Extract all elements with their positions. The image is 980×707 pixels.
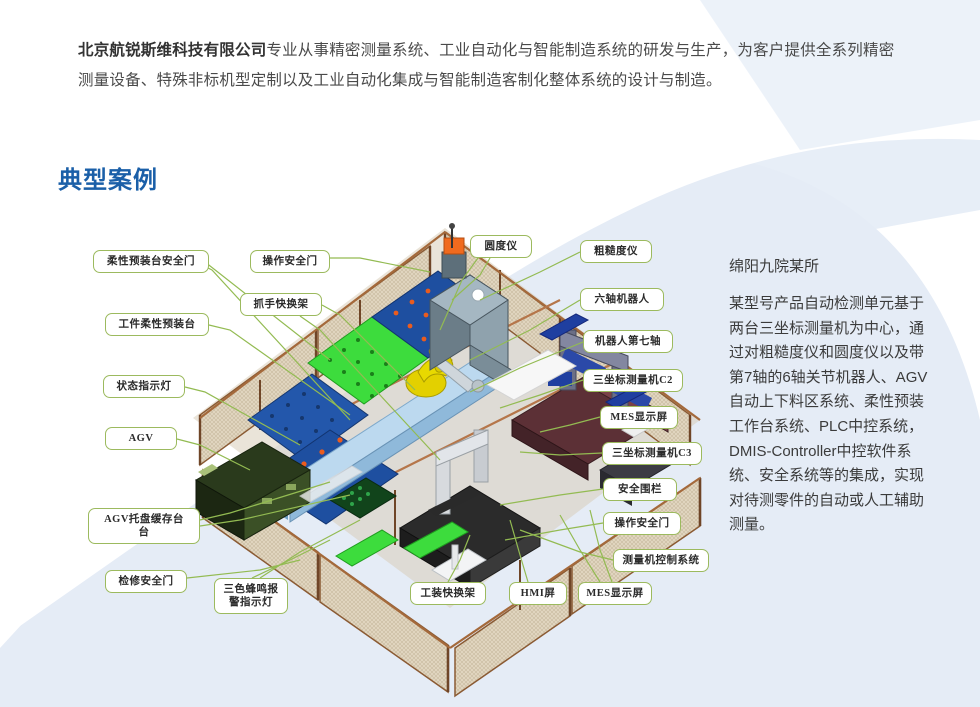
leader-roughness-tester bbox=[479, 251, 581, 301]
leader-cmm-c2 bbox=[499, 379, 584, 409]
leader-gripper-quick-change-rack bbox=[321, 304, 416, 391]
callout-cmm-c3: 三坐标测量机C3 bbox=[602, 442, 702, 465]
leader-roundness-tester bbox=[451, 257, 491, 301]
white-left-wedge bbox=[0, 0, 620, 560]
work-surface-2 bbox=[299, 465, 363, 503]
callout-label: MES显示屏 bbox=[610, 412, 668, 423]
case-site-name: 绵阳九院某所 bbox=[729, 258, 820, 275]
callout-label-line: AGV托盘缓存台 bbox=[104, 514, 184, 525]
callout-tooling-quick-change-rack: 工装快换架 bbox=[410, 582, 486, 605]
callout-label: 检修安全门 bbox=[118, 576, 174, 587]
callout-mes-display-right-upper: MES显示屏 bbox=[600, 406, 678, 429]
callout-label: 操作安全门 bbox=[262, 256, 318, 267]
page-title: 典型案例 bbox=[58, 167, 158, 194]
case-description: 某型号产品自动检测单元基于两台三坐标测量机为中心，通过对粗糙度仪和圆度仪以及带第… bbox=[729, 295, 928, 534]
leader-maintenance-safety-door bbox=[186, 559, 301, 579]
top-right-accent bbox=[700, 0, 980, 150]
leader-agv-pallet-buffer-station bbox=[199, 481, 331, 521]
callout-six-axis-robot: 六轴机器人 bbox=[580, 288, 664, 311]
callout-label: 柔性预装台安全门 bbox=[107, 256, 195, 267]
leader-roundness-tester-2 bbox=[439, 257, 479, 331]
callout-flexible-pre-assembly-safety-door: 柔性预装台安全门 bbox=[93, 250, 209, 273]
callout-operation-safety-door-top: 操作安全门 bbox=[250, 250, 330, 273]
callout-label: 工件柔性预装台 bbox=[118, 319, 196, 330]
callout-label: 安全围栏 bbox=[618, 484, 662, 495]
callout-label: 六轴机器人 bbox=[594, 294, 650, 305]
leader-hmi-screen bbox=[509, 519, 529, 583]
callout-agv-pallet-buffer-station: AGV托盘缓存台台 bbox=[88, 508, 200, 544]
callout-label-line: 台 bbox=[138, 527, 150, 538]
leader-safety-fence bbox=[499, 488, 604, 506]
callout-maintenance-safety-door: 检修安全门 bbox=[105, 570, 187, 593]
callout-cmm-c2: 三坐标测量机C2 bbox=[583, 369, 683, 392]
callout-mes-display-bottom: MES显示屏 bbox=[578, 582, 652, 605]
callout-roughness-tester: 粗糙度仪 bbox=[580, 240, 652, 263]
leader-mes-display-bottom bbox=[559, 514, 601, 583]
work-surface bbox=[484, 349, 578, 401]
callout-label: 状态指示灯 bbox=[116, 381, 172, 392]
callout-label: AGV bbox=[128, 433, 154, 444]
leader-gripper-quick-change-rack-2 bbox=[299, 315, 441, 461]
leader-status-indicator-light bbox=[184, 386, 301, 446]
callout-hmi-screen: HMI屏 bbox=[509, 582, 567, 605]
callout-agv: AGV bbox=[105, 427, 177, 450]
leader-tooling-quick-change-rack bbox=[447, 534, 471, 583]
callout-label: 工装快换架 bbox=[420, 588, 476, 599]
callout-label: HMI屏 bbox=[520, 588, 556, 599]
leader-mes-display-right-upper bbox=[539, 416, 601, 433]
callout-label: 机器人第七轴 bbox=[595, 336, 661, 347]
callout-workpiece-flexible-pre-table: 工件柔性预装台 bbox=[105, 313, 209, 336]
callout-gripper-quick-change-rack: 抓手快换架 bbox=[240, 293, 322, 316]
company-name: 北京航锐斯维科技有限公司 bbox=[78, 42, 267, 59]
callout-status-indicator-light: 状态指示灯 bbox=[103, 375, 185, 398]
callout-label: 粗糙度仪 bbox=[594, 246, 638, 257]
callout-label: MES显示屏 bbox=[586, 588, 644, 599]
leader-workpiece-flexible-pre-table bbox=[208, 324, 351, 416]
callout-label: 操作安全门 bbox=[614, 518, 670, 529]
callout-tri-color-buzzer-alarm-light: 三色蜂鸣报警指示灯 bbox=[214, 578, 288, 614]
callout-safety-fence: 安全围栏 bbox=[603, 478, 677, 501]
leader-agv-pallet-buffer-station-2 bbox=[199, 494, 351, 527]
leader-tri-color-buzzer-alarm-light bbox=[251, 539, 331, 579]
leader-tri-color-buzzer-alarm-light-2 bbox=[259, 519, 361, 579]
leader-cmm-c3 bbox=[519, 451, 603, 456]
leader-agv bbox=[176, 438, 251, 471]
leader-flexible-pre-assembly-safety-door-2 bbox=[195, 261, 351, 421]
leader-operation-safety-door-top bbox=[330, 257, 431, 273]
tooling-quick-change-model bbox=[431, 544, 487, 582]
callout-label: 圆度仪 bbox=[484, 241, 518, 252]
callout-label: 测量机控制系统 bbox=[622, 555, 700, 566]
leader-mes-display-bottom-2 bbox=[589, 509, 613, 583]
status-indicator-tower bbox=[449, 223, 455, 248]
leader-six-axis-robot bbox=[469, 299, 581, 361]
intro-paragraph: 北京航锐斯维科技有限公司专业从事精密测量系统、工业自动化与智能制造系统的研发与生… bbox=[78, 36, 908, 96]
leader-cmm-control-system bbox=[519, 529, 614, 561]
callout-label: 抓手快换架 bbox=[253, 299, 309, 310]
intro-text: 专业从事精密测量系统、工业自动化与智能制造系统的研发与生产，为客户提供全系列精密… bbox=[78, 42, 895, 89]
callout-label: 三坐标测量机C3 bbox=[612, 448, 692, 459]
leader-robot-seventh-axis bbox=[469, 341, 584, 393]
callout-cmm-control-system: 测量机控制系统 bbox=[613, 549, 709, 572]
callout-label-line: 三色蜂鸣报 bbox=[223, 584, 279, 595]
pallet-tray-blue-mid bbox=[247, 373, 369, 462]
leader-operation-safety-door-right bbox=[504, 522, 604, 541]
callout-label: 三坐标测量机C2 bbox=[593, 375, 673, 386]
callout-label-line: 警指示灯 bbox=[229, 597, 273, 608]
callout-robot-seventh-axis: 机器人第七轴 bbox=[583, 330, 673, 353]
callout-roundness-tester: 圆度仪 bbox=[470, 235, 532, 258]
callout-operation-safety-door-right: 操作安全门 bbox=[603, 512, 681, 535]
